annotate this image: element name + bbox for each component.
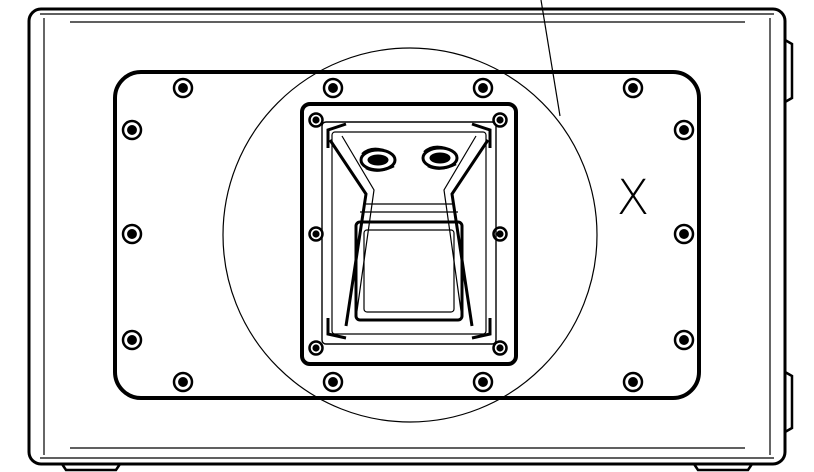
- panel-screw: [472, 371, 494, 393]
- plate-screw: [492, 226, 508, 242]
- plate-screw: [308, 226, 324, 242]
- connector-jack-left: [359, 147, 397, 172]
- front-panel: [113, 70, 701, 400]
- detail-circle: [222, 47, 598, 423]
- panel-screw: [622, 371, 644, 393]
- panel-screw: [322, 371, 344, 393]
- detail-leader-line: [540, 0, 561, 117]
- connector-plate: [300, 102, 518, 366]
- detail-label-x: X: [616, 170, 650, 226]
- panel-screw: [673, 119, 695, 141]
- panel-screw: [121, 223, 143, 245]
- plate-screw: [308, 112, 324, 128]
- panel-screw: [622, 77, 644, 99]
- cabinet-feet: [60, 463, 754, 472]
- connector-jack-right: [421, 145, 459, 170]
- panel-screw: [673, 329, 695, 351]
- connector-jacks: [359, 145, 459, 172]
- plate-screw: [492, 340, 508, 356]
- panel-screw: [322, 77, 344, 99]
- panel-screw: [472, 77, 494, 99]
- plate-screws: [308, 112, 508, 356]
- plate-screw: [492, 112, 508, 128]
- panel-screw: [172, 371, 194, 393]
- panel-screws: [121, 77, 695, 393]
- panel-screw: [121, 329, 143, 351]
- cabinet-outline: [27, 7, 787, 466]
- plate-screw: [308, 340, 324, 356]
- panel-screw: [673, 223, 695, 245]
- side-tabs: [784, 38, 794, 434]
- panel-screw: [172, 77, 194, 99]
- panel-screw: [121, 119, 143, 141]
